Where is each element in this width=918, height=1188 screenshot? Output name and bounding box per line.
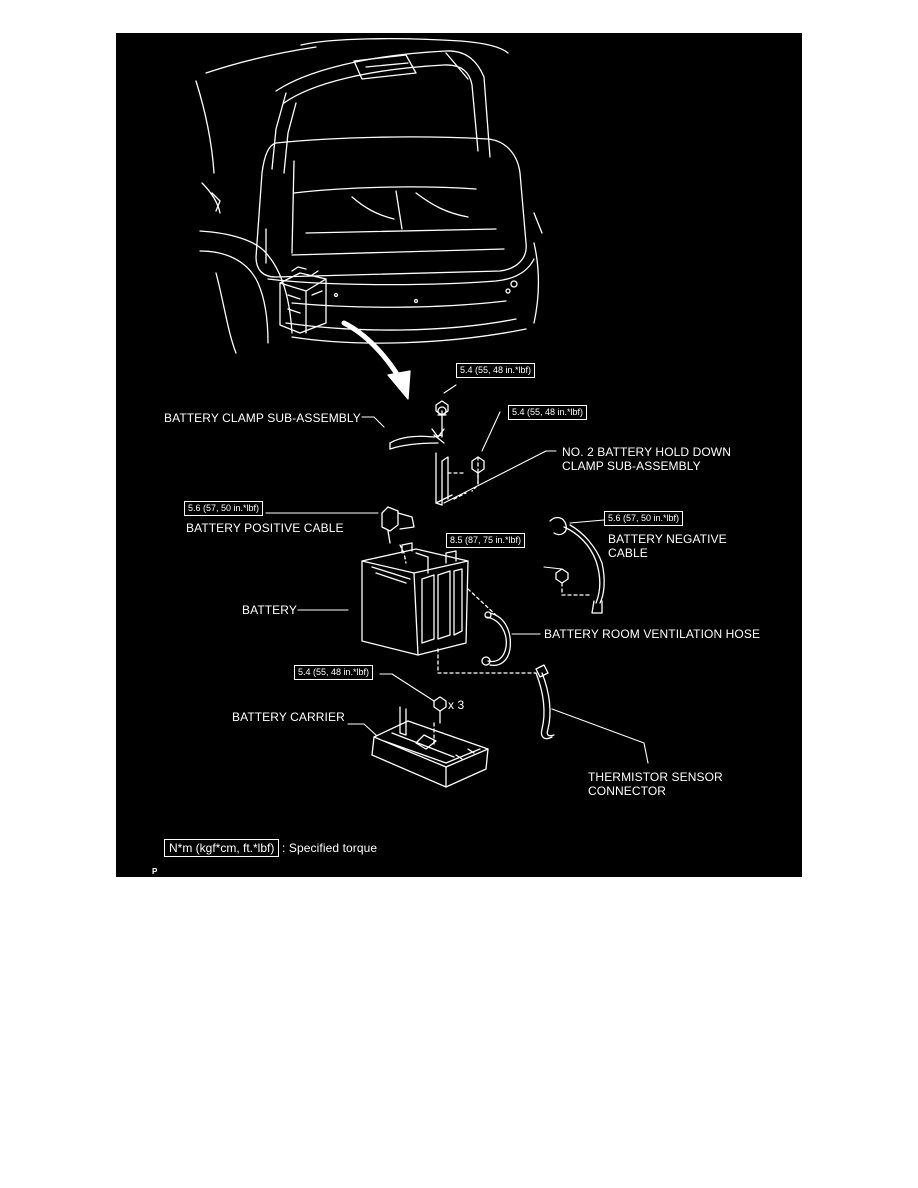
torque-legend-unit: N*m (kgf*cm, ft.*lbf) (164, 839, 280, 857)
torque-hold-down-bolt: 5.4 (55, 48 in.*lbf) (508, 405, 588, 420)
clamp-nut-part (435, 400, 449, 416)
figure-code: P (152, 867, 158, 876)
line-art (195, 38, 649, 788)
thermistor-connector-part (535, 664, 555, 740)
negative-cable-part (549, 516, 605, 614)
battery-clamp-label: BATTERY CLAMP SUB-ASSEMBLY (164, 411, 361, 425)
torque-clamp-nut: 5.4 (55, 48 in.*lbf) (456, 363, 536, 378)
battery-carrier-label: BATTERY CARRIER (232, 710, 345, 724)
ventilation-hose-part (481, 611, 512, 667)
positive-cable-label: BATTERY POSITIVE CABLE (186, 521, 344, 535)
battery-carrier-part (371, 706, 489, 788)
battery-clamp-part (389, 406, 447, 450)
negative-cable-label-line1: BATTERY NEGATIVE (608, 532, 727, 546)
torque-negative-terminal: 5.6 (57, 50 in.*lbf) (604, 511, 684, 526)
thermistor-label-line1: THERMISTOR SENSOR (588, 770, 723, 784)
torque-legend-text: : Specified torque (282, 841, 378, 855)
torque-positive-terminal: 5.6 (57, 50 in.*lbf) (184, 501, 264, 516)
ventilation-hose-label: BATTERY ROOM VENTILATION HOSE (544, 627, 761, 641)
hold-down-clamp-label-line1: NO. 2 BATTERY HOLD DOWN (562, 445, 731, 459)
service-diagram: BATTERY CLAMP SUB-ASSEMBLY NO. 2 BATTERY… (116, 33, 802, 877)
battery-label: BATTERY (242, 603, 297, 617)
torque-carrier-bolts: 5.4 (55, 48 in.*lbf) (294, 665, 374, 680)
carrier-bolt-part (433, 696, 447, 724)
positive-cable-part (381, 506, 415, 564)
torque-negative-bolt: 8.5 (87, 75 in.*lbf) (446, 533, 526, 548)
negative-cable-label-line2: CABLE (608, 546, 648, 560)
thermistor-label-line2: CONNECTOR (588, 784, 667, 798)
car-rear-illustration (195, 38, 543, 400)
hold-down-clamp-label-line2: CLAMP SUB-ASSEMBLY (562, 459, 701, 473)
hold-down-clamp-part (435, 452, 485, 506)
leader-lines (265, 384, 649, 764)
battery-part (361, 542, 537, 674)
quantity-label: x 3 (448, 698, 465, 712)
